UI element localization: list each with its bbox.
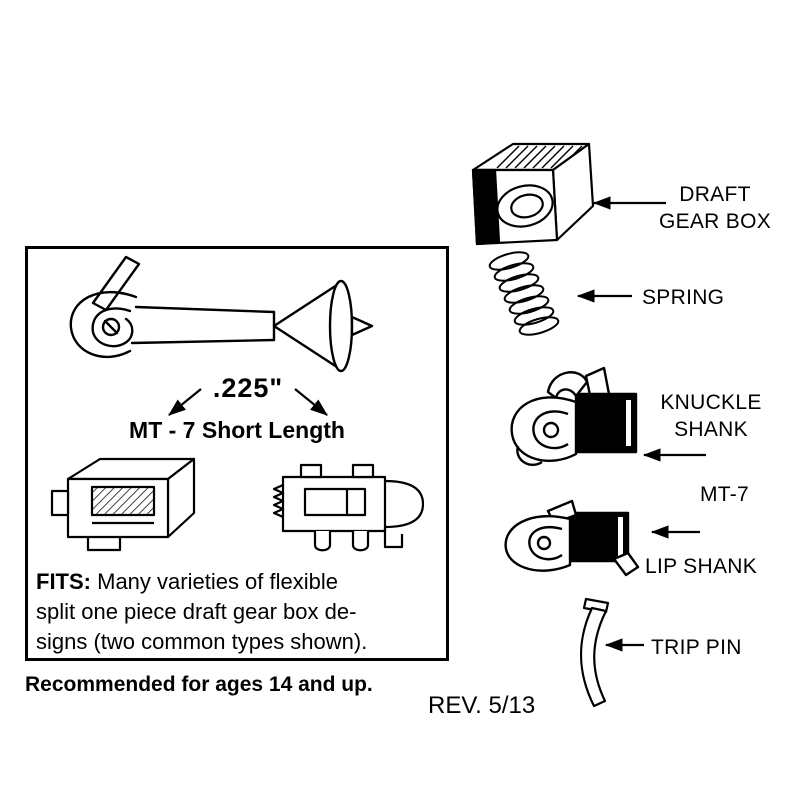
fits-line-1: FITS: Many varieties of flexible	[36, 567, 444, 597]
fits-line-3: signs (two common types shown).	[36, 629, 368, 654]
fits-note: FITS: Many varieties of flexible split o…	[36, 567, 444, 657]
fits-label: FITS:	[36, 569, 91, 594]
revision-text: REV. 5/13	[428, 692, 536, 719]
lip-shank-label: LIP SHANK	[645, 555, 758, 578]
draft-gear-box-drawing	[471, 142, 595, 246]
draft-gear-box-label: DRAFT GEAR BOX	[658, 183, 772, 233]
fits-line-1-text: Many varieties of flexible	[91, 569, 338, 594]
spring-arrow	[576, 289, 632, 303]
age-recommendation: Recommended for ages 14 and up.	[25, 673, 373, 696]
gear-box-type-a-drawing	[50, 457, 196, 552]
lip-shank-arrow	[650, 525, 700, 539]
coupler-side-view-drawing	[69, 255, 374, 373]
dimension-arrows	[168, 388, 328, 416]
mt7-label: MT-7	[700, 483, 750, 506]
knuckle-shank-arrow	[642, 448, 706, 462]
coupler-info-box: .225" MT - 7 Short Length	[25, 246, 449, 661]
knuckle-shank-label: KNUCKLE SHANK	[660, 391, 762, 441]
coupler-name-title: MT - 7 Short Length	[129, 417, 345, 443]
trip-pin-drawing	[579, 597, 610, 708]
gear-box-type-b-drawing	[272, 463, 425, 552]
draft-gear-box-arrow	[592, 196, 666, 210]
knuckle-shank-drawing	[510, 366, 638, 467]
spring-drawing	[488, 251, 560, 336]
fits-line-2: split one piece draft gear box de-	[36, 599, 357, 624]
spring-label: SPRING	[642, 286, 725, 309]
dimension-label: .225"	[212, 373, 284, 403]
trip-pin-label: TRIP PIN	[651, 636, 742, 659]
trip-pin-arrow	[604, 638, 644, 652]
gear-box-examples	[42, 449, 438, 561]
lip-shank-drawing	[504, 499, 640, 577]
